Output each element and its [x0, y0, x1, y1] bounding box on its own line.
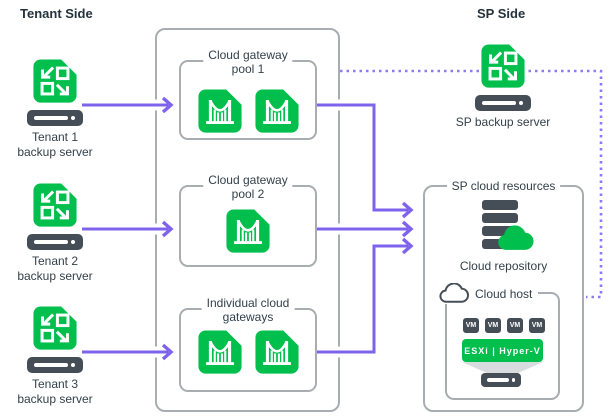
sp-backup-server-label: SP backup server [455, 115, 551, 129]
cloud-host-box: Cloud host VM VM VM VM ESXi | Hyper-V [439, 283, 560, 400]
server-disk-icon [27, 110, 83, 126]
individual-gateways-box: Individual cloud gateways [179, 296, 317, 392]
backup-server-icon [32, 58, 78, 104]
server-disk-icon [27, 357, 83, 373]
cloud-host-legend: Cloud host [439, 283, 539, 304]
sp-backup-server: SP backup server [448, 43, 558, 130]
cloud-gateway-pool1-box: Cloud gateway pool 1 [179, 48, 317, 140]
tenant2-label: Tenant 2 backup server [0, 254, 110, 284]
tenant1-backup-server: Tenant 1 backup server [0, 58, 110, 160]
green-cloud-icon [496, 225, 534, 252]
backup-server-icon [480, 43, 526, 89]
tenant2-role: backup server [17, 269, 93, 283]
tenant2-name: Tenant 2 [31, 254, 79, 268]
backup-server-icon [32, 182, 78, 228]
pool1-label-line1: Cloud gateway [208, 48, 288, 62]
cloud-gateway-icon [197, 88, 243, 134]
hypervisor-bar: ESXi | Hyper-V [462, 339, 543, 362]
tenant2-backup-server: Tenant 2 backup server [0, 182, 110, 284]
tenant3-role: backup server [17, 392, 93, 406]
tenant-side-heading: Tenant Side [20, 6, 93, 21]
tenant3-backup-server: Tenant 3 backup server [0, 305, 110, 407]
sp-side-heading: SP Side [477, 6, 526, 21]
host-disk-icon [481, 373, 521, 387]
cloud-gateways-container-box [155, 28, 340, 412]
tenant1-label: Tenant 1 backup server [0, 130, 110, 160]
vm-row: VM VM VM VM [463, 318, 545, 333]
pool2-label-line1: Cloud gateway [208, 173, 288, 187]
server-disk-icon [475, 95, 531, 111]
cloud-gateway-icon [254, 88, 300, 134]
tenant3-label: Tenant 3 backup server [0, 377, 110, 407]
pool1-label-line2: pool 1 [231, 62, 265, 76]
cloud-gateway-icon [225, 208, 271, 254]
cloud-host-label: Cloud host [475, 286, 533, 301]
cloud-gateway-icon [254, 329, 300, 375]
individual-label-line1: Individual cloud [206, 296, 290, 310]
cloud-repository-label: Cloud repository [459, 259, 548, 273]
individual-label-line2: gateways [222, 310, 274, 324]
backup-server-icon [32, 305, 78, 351]
pool2-label-line2: pool 2 [231, 187, 265, 201]
tenant1-name: Tenant 1 [31, 130, 79, 144]
tenant1-role: backup server [17, 145, 93, 159]
vm-icon: VM [463, 318, 479, 333]
tenant3-name: Tenant 3 [31, 377, 79, 391]
sp-cloud-resources-label: SP cloud resources [446, 179, 561, 194]
vm-icon: VM [485, 318, 501, 333]
individual-gateways-label: Individual cloud gateways [201, 296, 295, 324]
server-disk-icon [27, 234, 83, 250]
vm-icon: VM [507, 318, 523, 333]
pool2-label: Cloud gateway pool 2 [203, 173, 293, 201]
cloud-gateway-pool2-box: Cloud gateway pool 2 [179, 173, 317, 267]
vm-icon: VM [529, 318, 545, 333]
cloud-gateway-icon [197, 329, 243, 375]
cloud-outline-icon [439, 283, 469, 304]
pool1-label: Cloud gateway pool 1 [203, 48, 293, 76]
